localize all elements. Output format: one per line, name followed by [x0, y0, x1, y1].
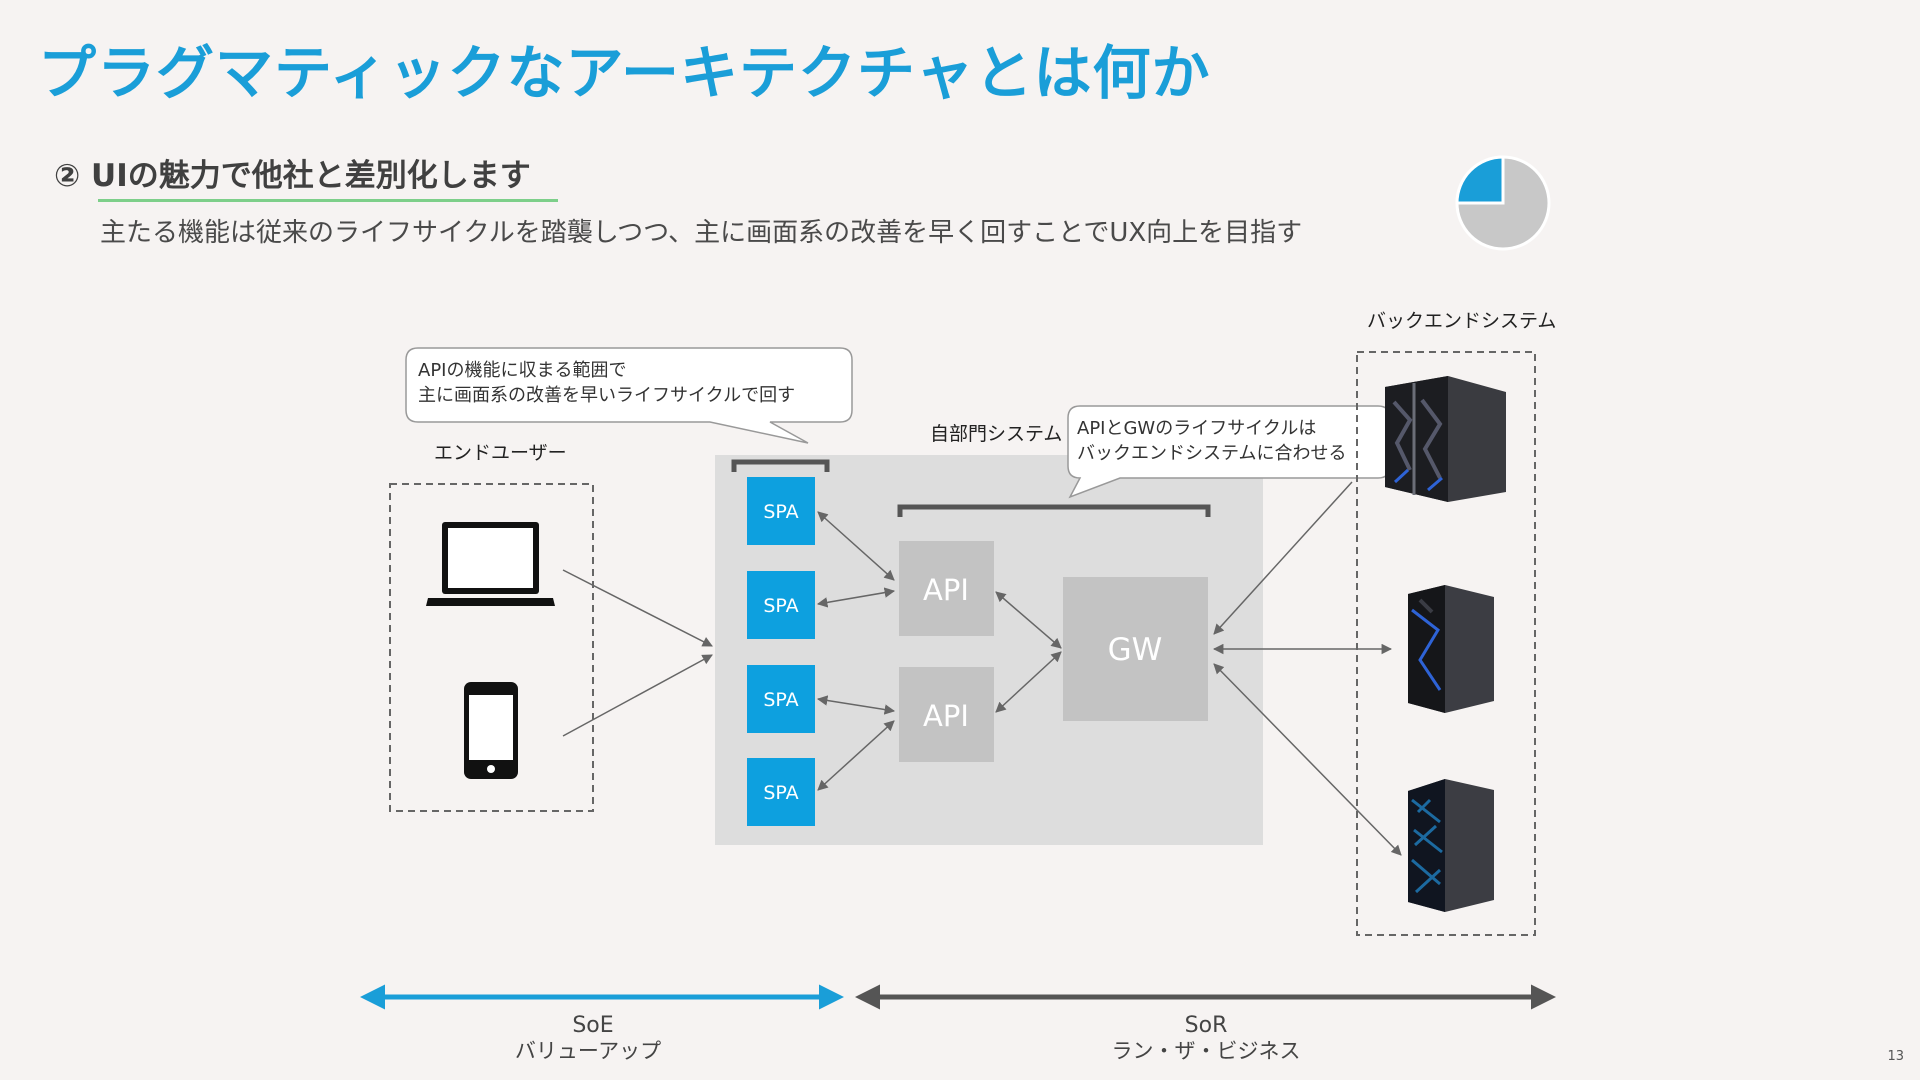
heading-underline — [98, 199, 558, 202]
svg-text:SPA: SPA — [763, 689, 798, 711]
callout-right: APIとGWのライフサイクルは バックエンドシステムに合わせる — [1067, 405, 1391, 499]
server-icon — [1408, 585, 1494, 713]
connection-arrows — [562, 481, 1402, 856]
svg-text:主に画面系の改善を早いライフサイクルで回す: 主に画面系の改善を早いライフサイクルで回す — [418, 385, 795, 406]
spa-box: SPA — [747, 477, 815, 545]
api-gw-bracket — [897, 504, 1211, 517]
section-subtitle: 主たる機能は従来のライフサイクルを踏襲しつつ、主に画面系の改善を早く回すことでU… — [100, 218, 1303, 248]
svg-text:GW: GW — [1108, 632, 1163, 668]
progress-pie — [1455, 155, 1551, 251]
server-icon — [1408, 779, 1494, 912]
backend-group — [1356, 351, 1536, 936]
gw-box: GW — [1063, 577, 1208, 721]
svg-text:SPA: SPA — [763, 782, 798, 804]
own-system-label: 自部門システム — [930, 423, 1062, 445]
svg-text:SPA: SPA — [763, 501, 798, 523]
sor-title: SoR — [1185, 1013, 1228, 1038]
spa-bracket — [731, 459, 830, 472]
soe-subtitle: バリューアップ — [515, 1039, 661, 1063]
api-box: API — [899, 541, 994, 636]
spa-box: SPA — [747, 758, 815, 826]
api-box: API — [899, 667, 994, 762]
page-title: プラグマティックなアーキテクチャとは何か — [38, 39, 1211, 107]
spa-box: SPA — [747, 571, 815, 639]
smartphone-icon — [464, 682, 518, 779]
svg-text:API: API — [923, 699, 969, 733]
spa-box: SPA — [747, 665, 815, 733]
svg-text:SPA: SPA — [763, 595, 798, 617]
backend-label: バックエンドシステム — [1367, 310, 1556, 332]
mainframe-server-icon — [1385, 376, 1506, 502]
svg-text:バックエンドシステムに合わせる: バックエンドシステムに合わせる — [1077, 443, 1346, 464]
progress-pie-slice — [1455, 155, 1505, 205]
end-user-label: エンドユーザー — [434, 442, 567, 464]
section-heading: ② UIの魅力で他社と差別化します — [54, 158, 531, 194]
svg-text:API: API — [923, 573, 969, 607]
sor-subtitle: ラン・ザ・ビジネス — [1112, 1039, 1301, 1063]
laptop-icon — [426, 522, 555, 606]
svg-text:APIの機能に収まる範囲で: APIの機能に収まる範囲で — [418, 360, 626, 381]
callout-left: APIの機能に収まる範囲で 主に画面系の改善を早いライフサイクルで回す — [405, 347, 853, 444]
svg-text:APIとGWのライフサイクルは: APIとGWのライフサイクルは — [1077, 418, 1316, 439]
end-user-group — [389, 483, 594, 812]
soe-title: SoE — [572, 1013, 613, 1038]
page-number: 13 — [1887, 1049, 1904, 1064]
